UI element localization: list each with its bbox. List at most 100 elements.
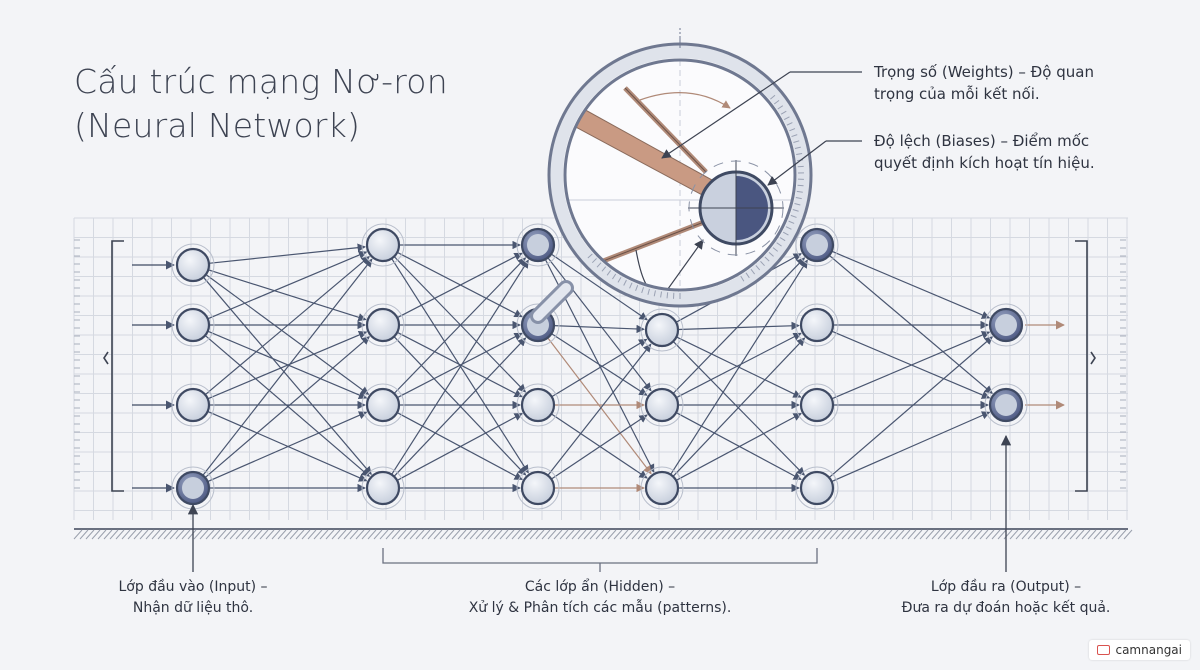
connection-edge [207,410,368,482]
neuron-node [361,223,405,267]
neuron-node [361,466,405,510]
connection-edge [204,334,370,477]
connection-edge [831,250,991,319]
neuron-node [640,466,684,510]
connection-edge [677,321,800,331]
connection-edge [550,413,648,479]
connection-edge [831,411,991,483]
weights-annotation-line-2: trọng của mỗi kết nối. [874,85,1040,103]
connection-edge [828,254,993,394]
output-caption-line-2: Đưa ra dự đoán hoặc kết quả. [901,600,1111,616]
magnifier-lens [530,28,813,324]
connection-edge [670,259,808,475]
connection-edge [675,332,802,399]
connection-edge [672,341,805,476]
neuron-node [795,383,839,427]
connection-edge [396,252,523,319]
title-line-1: Cấu trúc mạng Nơ-ron [74,62,448,101]
biases-callout-line [767,140,862,186]
neuron-node [984,303,1028,347]
output-caption-line-1: Lớp đầu ra (Output) – [930,579,1082,595]
input-layer-caption: Lớp đầu vào (Input) – Nhận dữ liệu thô. [93,577,293,619]
connection-edge [672,257,806,394]
neuron-node [640,383,684,427]
title-line-2: (Neural Network) [74,106,361,145]
neuron-node [171,383,215,427]
connection-edge [202,258,373,476]
connection-edge [672,337,806,477]
connection-edge [396,412,523,481]
connection-edge [547,337,652,475]
connection-edge [207,251,368,320]
left-bracket [103,240,124,492]
connection-edge [207,330,368,399]
connection-edge [828,336,994,479]
connection-edge [675,412,802,481]
neuron-node [361,383,405,427]
connection-edge [205,274,370,395]
ground-line [73,528,1133,540]
connection-edge [393,337,527,477]
connection-edge [396,331,523,398]
connection-edge [204,336,370,479]
hidden-caption-line-1: Các lớp ẩn (Hidden) – [524,579,676,595]
neuron-node [795,466,839,510]
output-arrows [1025,320,1065,410]
input-arrows [132,260,175,493]
neuron-node [361,303,405,347]
connection-edge [391,259,529,475]
lens-tick-marks [587,94,804,299]
biases-annotation: Độ lệch (Biases) – Điểm mốc quyết định k… [874,130,1095,174]
input-caption-line-2: Nhận dữ liệu thô. [132,600,254,616]
output-layer-caption: Lớp đầu ra (Output) – Đưa ra dự đoán hoặ… [896,577,1116,619]
biases-annotation-line-2: quyết định kích hoạt tín hiệu. [874,154,1095,172]
connection-edges [202,240,994,493]
connection-edge [550,253,648,321]
connection-edge [547,343,652,476]
neuron-node [171,466,215,510]
weights-callout-line [661,71,862,159]
connection-edge [207,331,368,400]
connection-edge [675,412,802,481]
neuron-node [640,308,684,352]
neuron-node [516,383,560,427]
connection-edge [551,338,648,398]
connection-edge [202,276,372,475]
connection-edge [204,256,370,396]
connection-edge [207,411,368,483]
neuron-node [171,243,215,287]
connection-edge [393,336,527,476]
neuron-node [795,303,839,347]
hidden-layers-caption: Các lớp ẩn (Hidden) – Xử lý & Phân tích … [440,577,760,619]
input-caption-line-1: Lớp đầu vào (Input) – [118,579,268,595]
page-title: Cấu trúc mạng Nơ-ron (Neural Network) [74,60,448,148]
connection-edge [208,243,366,264]
connection-edge [550,414,648,480]
right-bracket [1075,240,1096,492]
neuron-node [516,466,560,510]
connection-edge [551,333,648,396]
neuron-node [984,383,1028,427]
connection-edge [396,332,523,399]
connection-edge [208,269,367,322]
biases-annotation-line-1: Độ lệch (Biases) – Điểm mốc [874,132,1090,150]
connection-edge [547,257,652,392]
weights-annotation: Trọng số (Weights) – Độ quan trọng của m… [874,61,1094,105]
neuron-node [516,223,560,267]
connection-edge [393,256,527,393]
weights-annotation-line-1: Trọng số (Weights) – Độ quan [874,63,1094,81]
connection-edge [831,330,991,399]
neuron-node [171,303,215,347]
brand-badge: camnangai [1089,640,1190,660]
neuron-node [795,223,839,267]
hidden-layers-bracket [382,548,818,572]
connection-edge [396,412,523,481]
connection-edge [831,331,991,400]
connection-edge [396,251,523,318]
hidden-caption-line-2: Xử lý & Phân tích các mẫu (patterns). [468,600,732,616]
connection-edge [553,324,645,334]
connection-edge [393,257,527,394]
book-icon [1097,645,1111,655]
brand-label: camnangai [1115,643,1182,657]
